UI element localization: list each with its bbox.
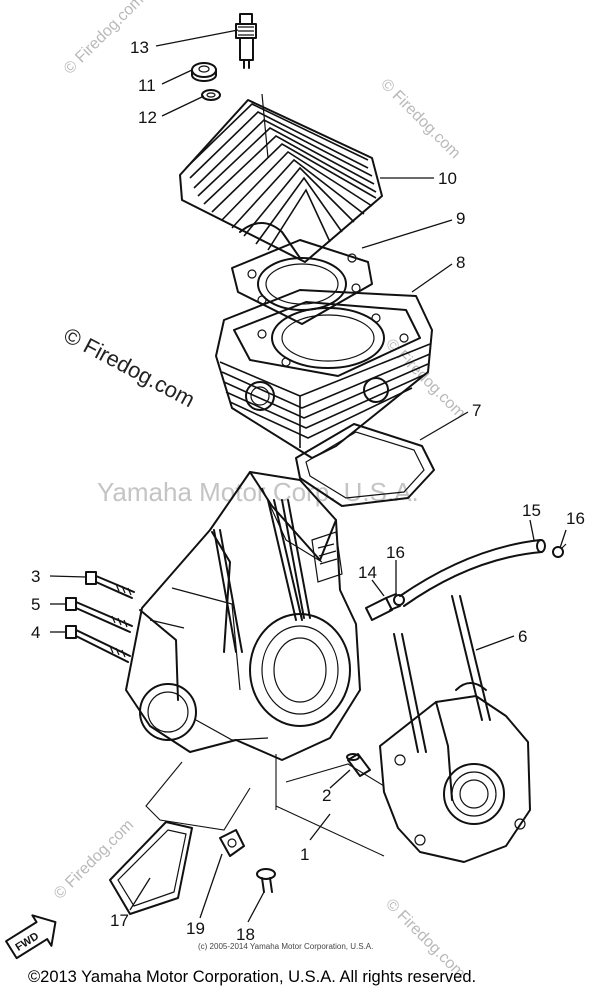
- callout-9: 9: [456, 209, 465, 228]
- callout-4: 4: [31, 623, 40, 642]
- hose-clip: [552, 543, 567, 558]
- callout-16: 16: [386, 543, 405, 562]
- cylinder: [215, 289, 433, 459]
- cover-plate: [109, 821, 193, 915]
- washer: [201, 89, 221, 101]
- callout-15: 15: [522, 501, 541, 520]
- callout-19: 19: [186, 919, 205, 938]
- screw: [256, 868, 276, 893]
- base-gasket: [295, 423, 435, 507]
- nut: [191, 62, 217, 82]
- callout-13: 13: [130, 38, 149, 57]
- callout-16: 16: [566, 509, 585, 528]
- callout-17: 17: [110, 911, 129, 930]
- callout-1: 1: [300, 845, 309, 864]
- callout-2: 2: [322, 786, 331, 805]
- hose-fitting: [365, 593, 401, 621]
- hose-clip: [393, 594, 405, 606]
- spark-plug: [235, 13, 257, 69]
- crankcase-left: [125, 471, 371, 777]
- watermark-firedog: © Firedog.com: [377, 76, 463, 162]
- head-gasket: [231, 239, 373, 325]
- cylinder-head: [179, 93, 383, 263]
- footer-copyright: ©2013 Yamaha Motor Corporation, U.S.A. A…: [28, 968, 476, 986]
- callout-14: 14: [358, 563, 377, 582]
- watermark-yamaha: Yamaha Motor Corp. U.S.A.: [97, 477, 419, 507]
- bolt: [85, 571, 135, 599]
- callout-3: 3: [31, 567, 40, 586]
- callout-11: 11: [138, 76, 156, 95]
- cable-clamp: [219, 829, 245, 857]
- leader-lines: [49, 29, 567, 923]
- hose: [399, 539, 546, 607]
- callout-10: 10: [438, 169, 457, 188]
- fwd-arrow: FWD: [5, 914, 57, 960]
- callout-5: 5: [31, 595, 40, 614]
- callouts: 13 11 12 10 9 8 7 3 5 4 14 16 15 16 6 2 …: [31, 38, 585, 944]
- diagram-copyright: (c) 2005-2014 Yamaha Motor Corporation, …: [198, 942, 373, 951]
- watermark-firedog-dark: © Firedog.com: [60, 322, 199, 412]
- callout-18: 18: [236, 925, 255, 944]
- callout-6: 6: [518, 627, 527, 646]
- crankcase-right: [379, 595, 531, 863]
- callout-12: 12: [138, 108, 157, 127]
- callout-7: 7: [472, 401, 481, 420]
- watermark-layer: © Firedog.com © Firedog.com © Firedog.co…: [51, 0, 469, 982]
- callout-8: 8: [456, 253, 465, 272]
- bolt: [65, 597, 133, 633]
- assembly-guides: [145, 754, 385, 857]
- bolt: [65, 625, 131, 663]
